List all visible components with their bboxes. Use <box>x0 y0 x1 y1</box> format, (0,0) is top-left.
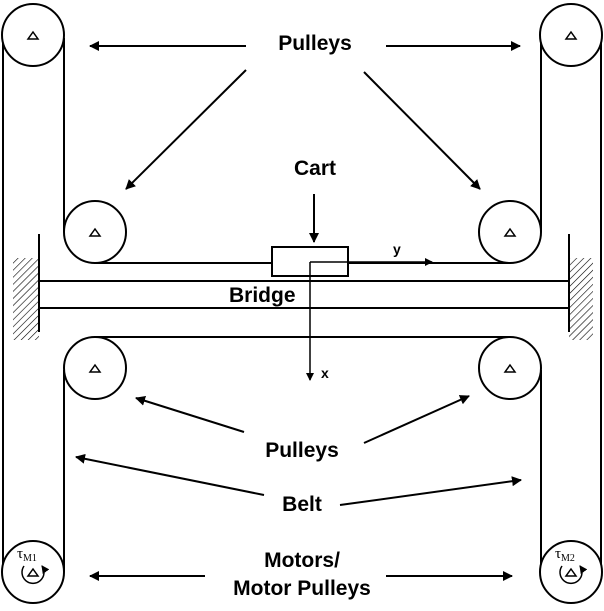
pulleys-bottom-arrows <box>135 395 470 444</box>
wall-right <box>568 234 593 340</box>
label-motor1-torque: τM1 <box>17 546 37 564</box>
label-bridge: Bridge <box>229 284 296 307</box>
belt-arrows <box>75 453 522 506</box>
label-belt: Belt <box>282 493 322 516</box>
pulleys-top-arrows <box>89 41 521 190</box>
label-cart: Cart <box>294 157 336 180</box>
motor-pulley-right <box>539 540 603 604</box>
pulley-lower-left <box>63 336 127 400</box>
wall-left <box>13 234 40 340</box>
pulley-lower-right <box>478 336 542 400</box>
motor-pulley-left <box>1 540 65 604</box>
label-motors-line1: Motors/ <box>264 549 340 572</box>
bridge-beam <box>39 280 569 309</box>
label-motor2-torque: τM2 <box>555 546 575 564</box>
pulley-top-right <box>539 3 603 67</box>
label-pulleys-bottom: Pulleys <box>265 439 339 462</box>
pulley-upper-right <box>478 200 542 264</box>
label-x-axis: x <box>321 365 329 381</box>
label-y-axis: y <box>393 241 401 257</box>
pulley-upper-left <box>63 200 127 264</box>
belt-path <box>2 36 602 572</box>
pulley-top-left <box>1 3 65 67</box>
label-motors-line2: Motor Pulleys <box>233 577 371 600</box>
label-pulleys-top: Pulleys <box>278 32 352 55</box>
